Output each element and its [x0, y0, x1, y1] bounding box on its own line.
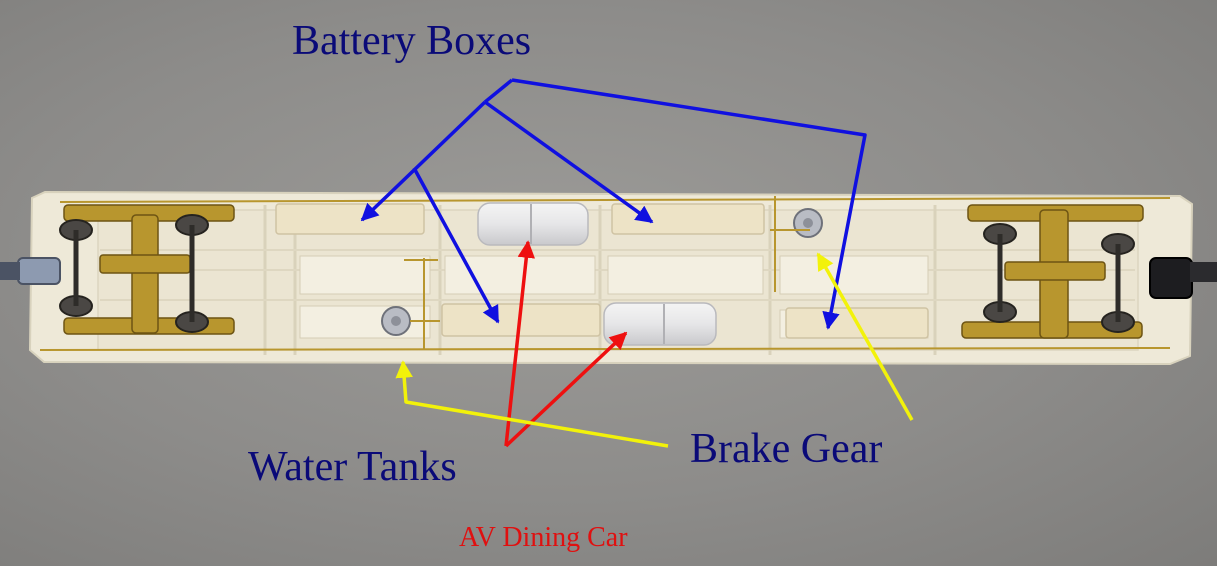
left-truck — [0, 204, 235, 335]
brake-gear-pointers — [395, 252, 914, 448]
brake-gear-label: Brake Gear — [690, 426, 883, 472]
photo-caption: AV Dining Car — [459, 522, 628, 553]
water-tank-upper — [477, 202, 589, 246]
right-truck — [961, 204, 1217, 339]
brake-gear — [39, 196, 1171, 351]
water-tank-pointers — [504, 240, 628, 448]
water-tanks-label: Water Tanks — [248, 444, 457, 490]
battery-box-pointers — [360, 78, 867, 330]
battery-boxes-label: Battery Boxes — [292, 18, 532, 64]
water-tank-lower — [603, 302, 717, 346]
